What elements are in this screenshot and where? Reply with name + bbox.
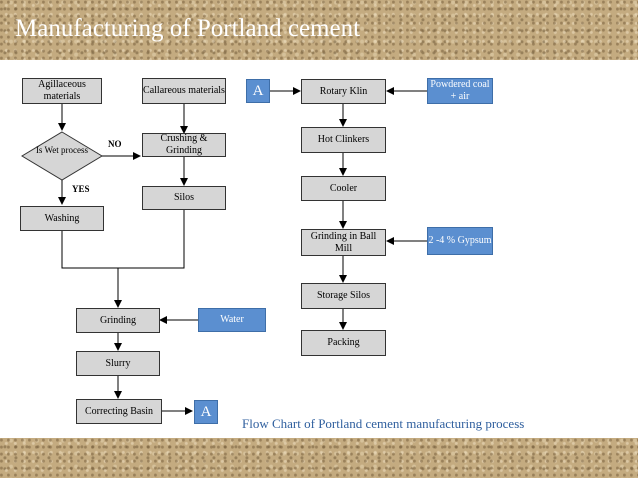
node-washing: Washing: [20, 206, 104, 231]
connector-a-in: A: [246, 79, 270, 103]
node-silos: Silos: [142, 186, 226, 210]
node-packing: Packing: [301, 330, 386, 356]
node-slurry: Slurry: [76, 351, 160, 376]
label-yes: YES: [72, 184, 90, 194]
node-correcting-basin: Correcting Basin: [76, 399, 162, 424]
label-no: NO: [108, 139, 122, 149]
node-grinding: Grinding: [76, 308, 160, 333]
node-grinding-ball-mill: Grinding in Ball Mill: [301, 229, 386, 256]
line-silos-merge: [118, 210, 185, 269]
node-crushing-grinding: Crushing & Grinding: [142, 133, 226, 157]
node-rotary-kiln: Rotary Klin: [301, 79, 386, 104]
node-argillaceous-materials: Agillaceous materials: [22, 78, 102, 104]
footer-banner: [0, 438, 638, 478]
decision-diamond: [21, 131, 103, 181]
node-powdered-coal: Powdered coal + air: [427, 78, 493, 104]
line-washing-merge: [61, 231, 118, 269]
node-gypsum: 2 -4 % Gypsum: [427, 227, 493, 255]
connector-a-out: A: [194, 400, 218, 424]
node-hot-clinkers: Hot Clinkers: [301, 127, 386, 153]
node-is-wet-process: Is Wet process: [35, 145, 89, 155]
slide-title: Manufacturing of Portland cement: [15, 15, 361, 42]
diagram-caption: Flow Chart of Portland cement manufactur…: [242, 416, 525, 431]
node-storage-silos: Storage Silos: [301, 283, 386, 309]
node-calcareous-materials: Callareous materials: [142, 78, 226, 104]
node-water: Water: [198, 308, 266, 332]
title-banner: [0, 0, 638, 60]
node-cooler: Cooler: [301, 176, 386, 201]
